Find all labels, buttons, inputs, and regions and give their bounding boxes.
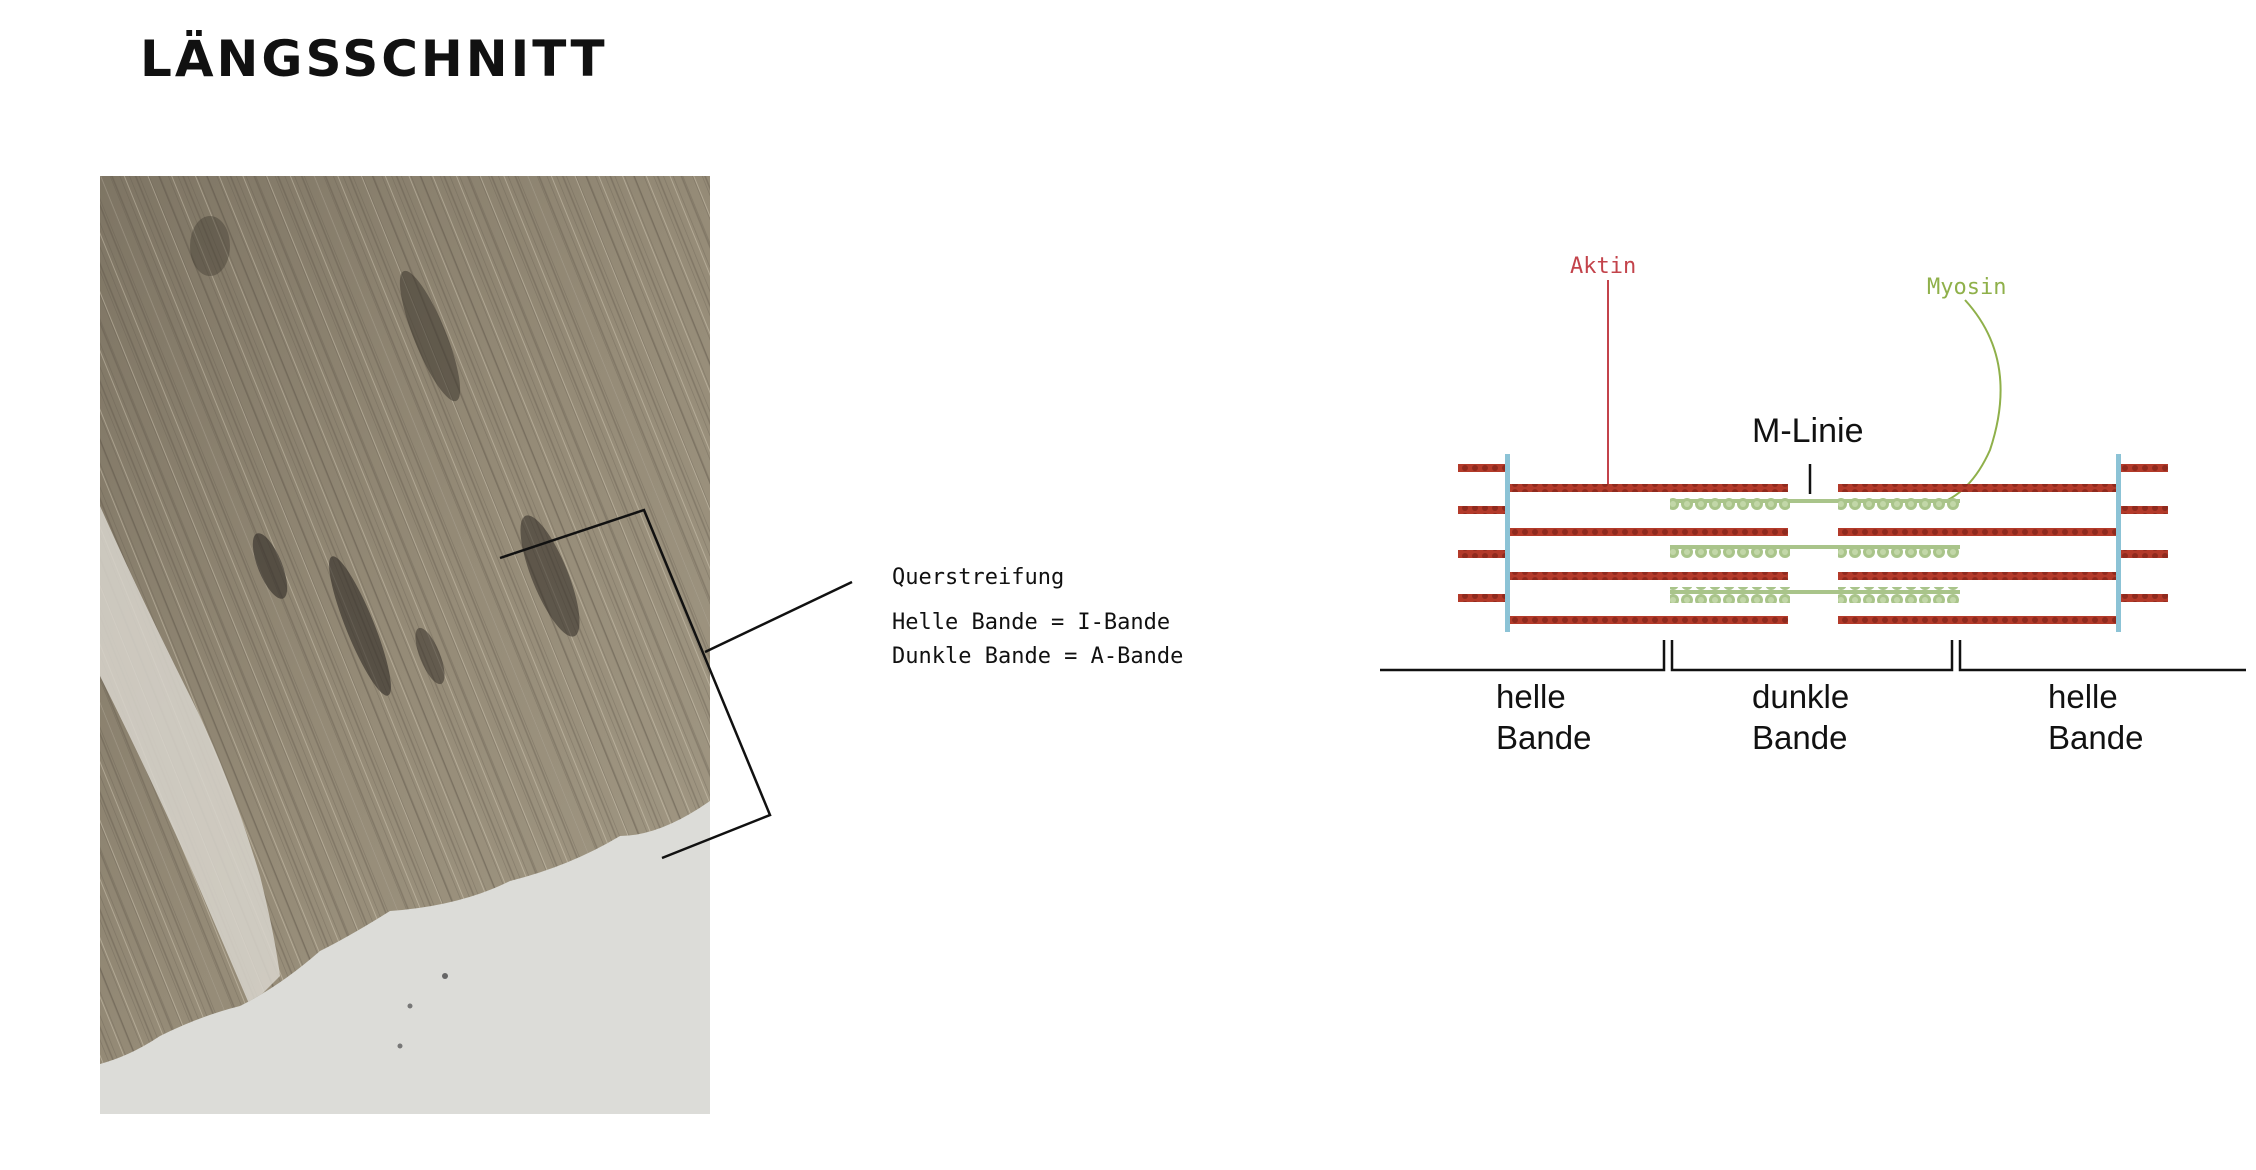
band-label-light-left: helle Bande xyxy=(1496,676,1636,758)
actin-filaments-right xyxy=(1838,464,2168,624)
z-disc-left xyxy=(1505,454,1510,632)
band-label-light-right: helle Bande xyxy=(2048,676,2188,758)
page-title: LÄNGSSCHNITT xyxy=(140,30,608,88)
micrograph-image xyxy=(100,176,710,1114)
band-label-line: dunkle xyxy=(1752,678,1850,715)
band-brackets xyxy=(1380,640,2246,672)
band-label-line: Bande xyxy=(2048,719,2144,756)
m-line-label: M-Linie xyxy=(1752,412,1864,450)
annotation-title: Querstreifung xyxy=(892,565,1065,590)
band-label-line: helle xyxy=(1496,678,1566,715)
annotation-light-band: Helle Bande = I-Bande xyxy=(892,610,1171,635)
actin-filaments-left xyxy=(1458,464,1788,624)
band-label-line: Bande xyxy=(1496,719,1592,756)
pointer-line xyxy=(704,580,853,654)
band-label-dark: dunkle Bande xyxy=(1752,676,1892,758)
annotation-dark-band: Dunkle Bande = A-Bande xyxy=(892,644,1184,669)
myosin-filaments xyxy=(1670,496,1960,603)
actin-label: Aktin xyxy=(1570,254,1637,279)
z-disc-right xyxy=(2116,454,2121,632)
myosin-pointer-line xyxy=(1934,299,2002,506)
band-label-line: Bande xyxy=(1752,719,1848,756)
band-label-line: helle xyxy=(2048,678,2118,715)
myosin-label: Myosin xyxy=(1927,275,2007,300)
